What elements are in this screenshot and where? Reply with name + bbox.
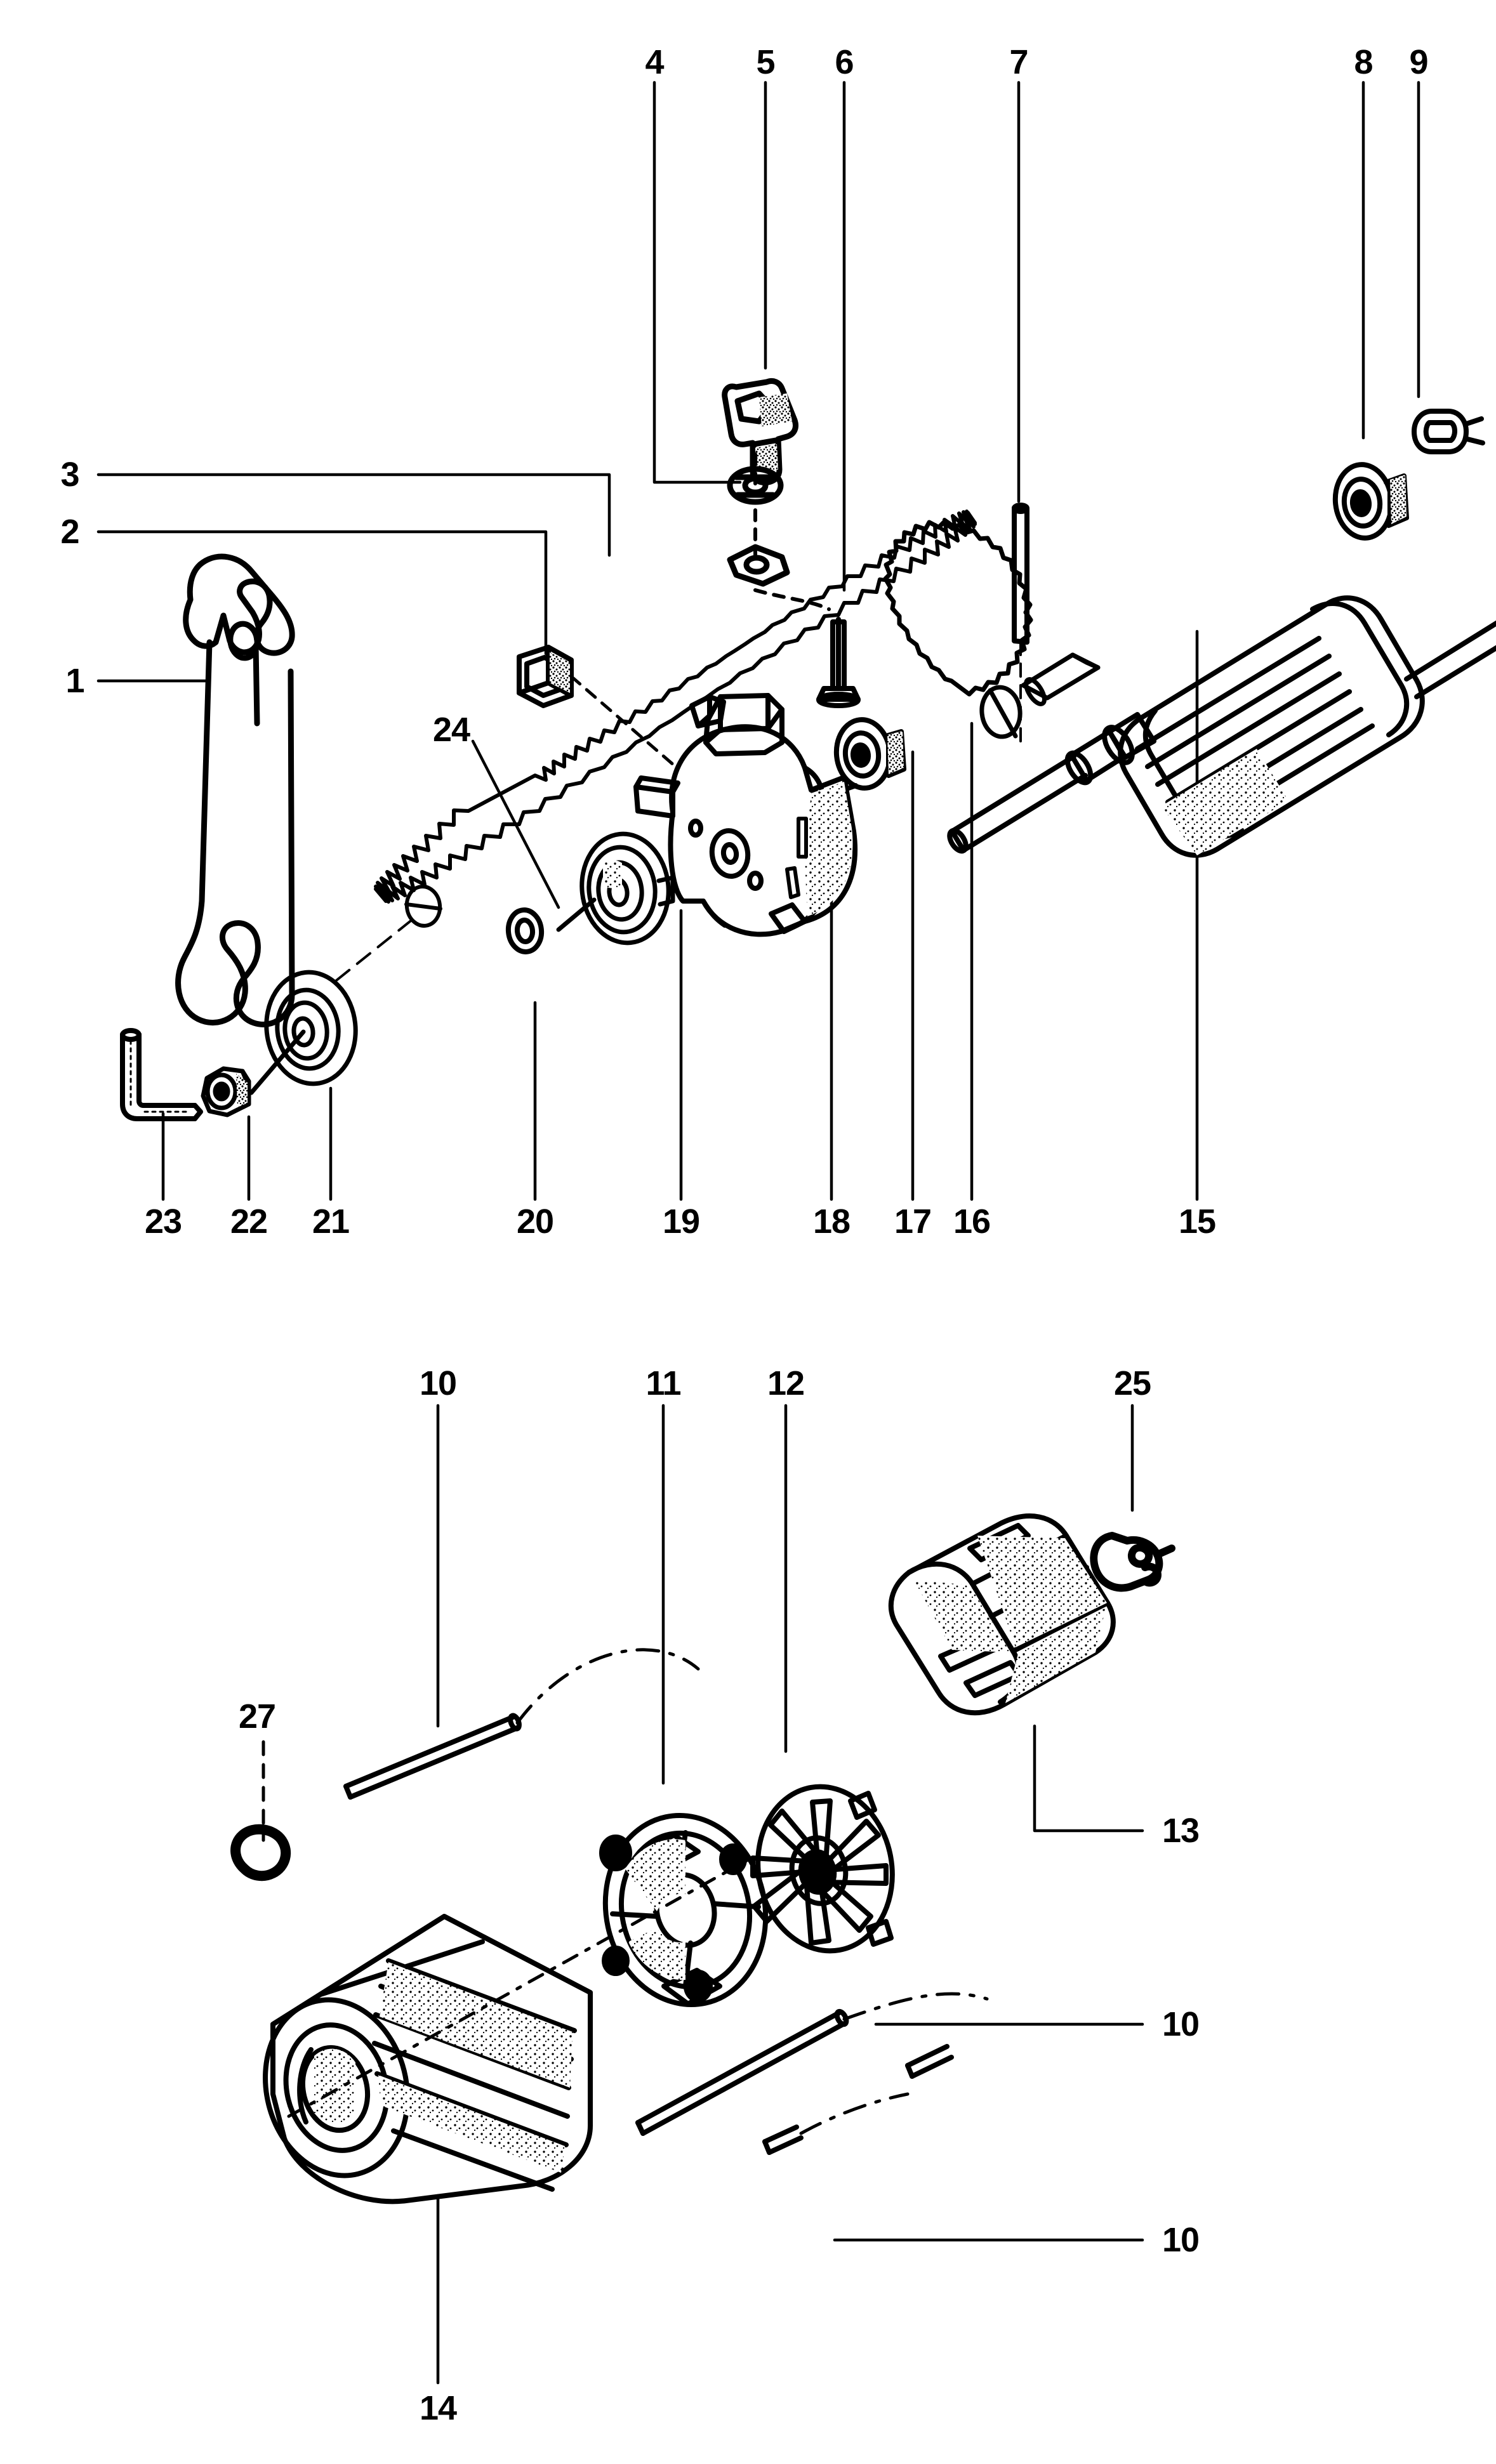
callout-15: 15: [1178, 1202, 1216, 1241]
leader-lines-lower: [436, 1404, 1144, 2385]
part-armature-stipple: [1162, 749, 1288, 855]
part-tie-rod-a: [343, 1713, 522, 1800]
callout-7: 7: [1009, 43, 1028, 81]
callout-14: 14: [419, 2389, 457, 2427]
callout-10-bottom: 10: [1162, 2221, 1200, 2259]
callout-21: 21: [312, 1202, 350, 1241]
callout-1: 1: [65, 662, 84, 700]
part-field-stator-end-stipple: [314, 2048, 355, 2123]
callout-17: 17: [894, 1202, 932, 1241]
callout-20: 20: [516, 1202, 554, 1241]
callout-19: 19: [662, 1202, 700, 1241]
callout-11: 11: [645, 1364, 681, 1402]
part-field-stator-stipple: [378, 1962, 573, 2173]
part-motor-housing-stipple: [914, 1536, 1107, 1703]
callout-3: 3: [60, 456, 79, 494]
callout-25: 25: [1113, 1364, 1151, 1402]
part-tie-rod-c: [762, 2125, 804, 2155]
part-pinion-gear: [883, 520, 1101, 739]
callout-13: 13: [1162, 1812, 1200, 1850]
part-hex-nut: [201, 1066, 251, 1117]
callout-8: 8: [1354, 43, 1373, 81]
part-retaining-clip: [1412, 409, 1485, 454]
callout-5: 5: [756, 43, 775, 81]
part-spacer-washer: [505, 907, 545, 954]
part-lock-lever-stipple: [755, 393, 792, 472]
callout-9: 9: [1409, 43, 1428, 81]
part-ball-bearing-stipple: [1390, 475, 1407, 524]
part-armature: [947, 595, 1496, 858]
part-tie-rod-b: [635, 2008, 849, 2136]
part-screw: [816, 617, 861, 708]
callout-16: 16: [953, 1202, 991, 1241]
part-inner-flange: [579, 831, 675, 945]
part-spindle-lock-axis: [569, 675, 676, 767]
part-gear-case-ribs: [785, 817, 808, 899]
callout-18: 18: [812, 1202, 851, 1241]
part-screw-leader: [753, 588, 831, 611]
part-hex-nut-stipple: [236, 1074, 248, 1107]
part-gear-case-shading: [805, 782, 853, 916]
callout-10-middle: 10: [1162, 2005, 1200, 2043]
part-end-bracket: [599, 1812, 769, 2008]
part-field-stator-axis: [287, 1857, 751, 2118]
part-o-ring: [230, 1824, 291, 1881]
part-saw-blade-axis: [335, 915, 418, 982]
callout-2: 2: [60, 513, 79, 551]
part-roll-pin: [1012, 503, 1029, 645]
callout-4: 4: [645, 43, 664, 81]
part-needle-bearing-stipple: [887, 731, 904, 774]
part-outer-flange: [249, 970, 358, 1095]
part-inner-flange-shaftline: [556, 897, 597, 932]
callout-10-top: 10: [419, 1364, 457, 1402]
callout-6: 6: [835, 43, 854, 81]
callout-23: 23: [144, 1202, 182, 1241]
assembly-guide-path: [515, 1648, 989, 2135]
part-washer-small: [727, 544, 790, 587]
part-hex-key: [120, 1028, 203, 1121]
callout-12: 12: [767, 1364, 805, 1402]
part-spanner-wrench: [175, 553, 295, 1027]
part-end-bracket-stipple: [625, 1839, 685, 1980]
part-inner-flange-stipple: [603, 860, 622, 888]
part-cooling-fan: [750, 1784, 895, 1954]
part-hex-key-shading: [129, 1039, 192, 1113]
callout-27: 27: [238, 1697, 276, 1736]
callout-22: 22: [230, 1202, 268, 1241]
part-saw-blade: [374, 510, 977, 928]
callout-24: 24: [432, 711, 470, 749]
part-brush-clip: [1090, 1532, 1175, 1592]
part-tie-rod-d: [905, 2044, 954, 2079]
part-spindle-lock-stipple: [550, 652, 570, 693]
part-spindle-lock-button: [517, 645, 574, 708]
leader-lines-upper: [96, 81, 1420, 1201]
